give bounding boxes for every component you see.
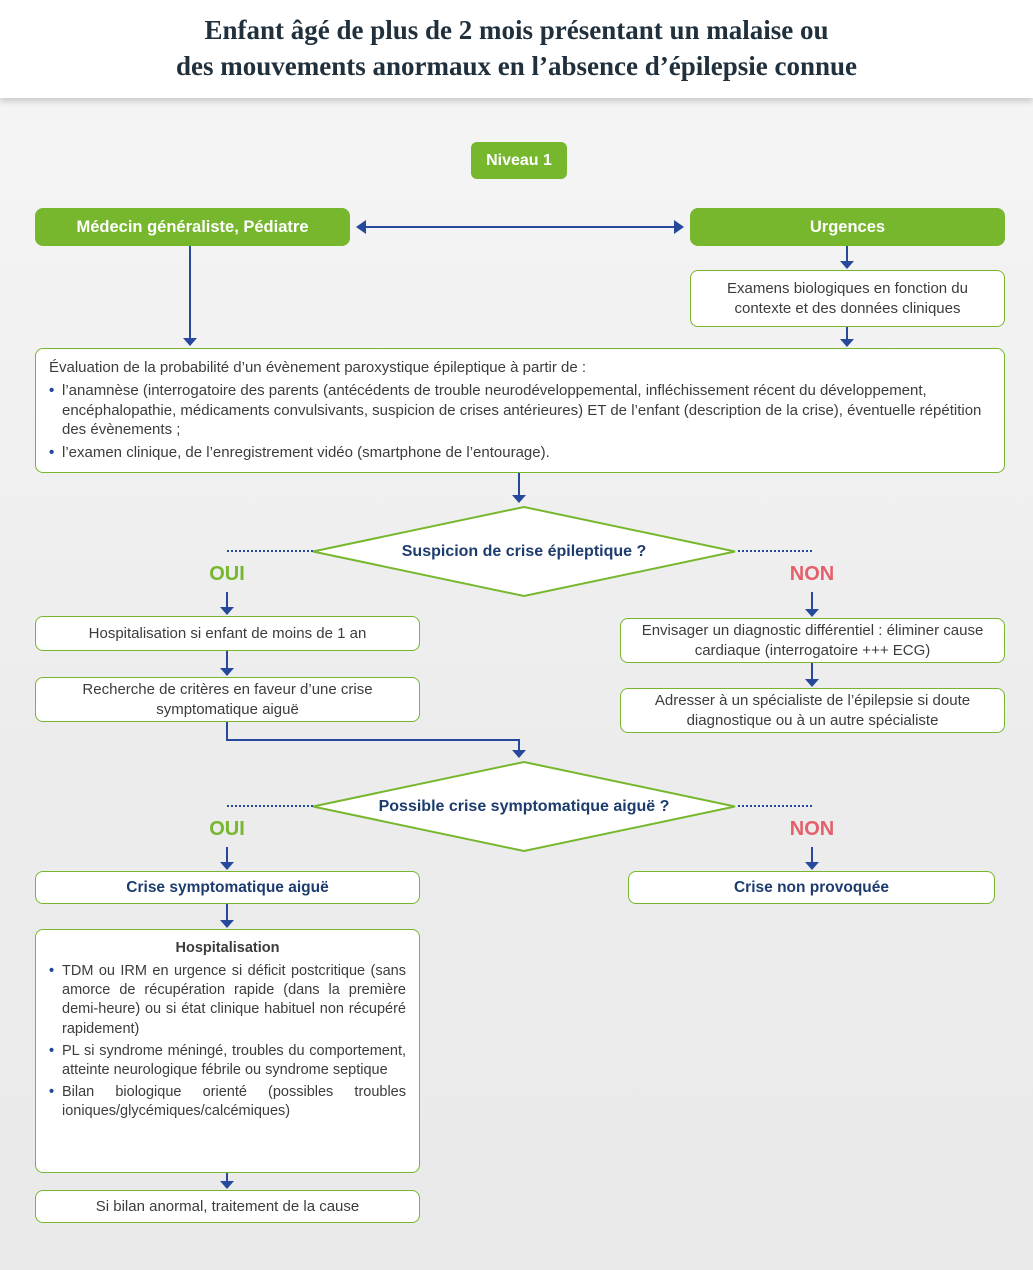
arrow-exams-to-evaluation — [839, 327, 855, 347]
arrow-gp-to-evaluation — [182, 246, 198, 346]
dotted-line-non1 — [738, 550, 812, 552]
diamond-shape — [312, 760, 736, 853]
arrow-oui1-to-hospitalisation1an — [219, 592, 235, 615]
decision-suspicion-crise: Suspicion de crise épileptique ? — [310, 505, 738, 598]
dotted-line-oui2 — [227, 805, 313, 807]
hospitalisation-bullet-tdm-irm: TDM ou IRM en urgence si déficit postcri… — [49, 962, 406, 1039]
decision2-label: Possible crise symptomatique aiguë ? — [378, 797, 670, 815]
evaluation-intro: Évaluation de la probabilité d’un évènem… — [49, 359, 587, 376]
arrow-non1-to-differentiel — [804, 592, 820, 617]
level-badge: Niveau 1 — [471, 142, 567, 179]
connector-horizontal — [226, 739, 520, 741]
node-evaluation: Évaluation de la probabilité d’un évènem… — [35, 348, 1005, 473]
label-non-1: NON — [789, 563, 835, 585]
arrow-to-specialiste — [804, 663, 820, 687]
arrow-to-decision2 — [511, 741, 527, 758]
node-traitement-cause: Si bilan anormal, traitement de la cause — [35, 1190, 420, 1223]
evaluation-bullets: l’anamnèse (interrogatoire des parents (… — [49, 381, 991, 463]
arrow-to-hospitalisation — [219, 904, 235, 928]
hospitalisation-bullet-pl: PL si syndrome méningé, troubles du comp… — [49, 1042, 406, 1080]
node-recherche-criteres: Recherche de critères en faveur d’une cr… — [35, 677, 420, 722]
node-diagnostic-differentiel: Envisager un diagnostic différentiel : é… — [620, 618, 1005, 663]
label-oui-1: OUI — [209, 563, 245, 585]
node-adresser-specialiste: Adresser à un spécialiste de l’épilepsie… — [620, 688, 1005, 733]
hospitalisation-bullets: TDM ou IRM en urgence si déficit postcri… — [49, 962, 406, 1121]
node-crise-symptomatique-aigue: Crise symptomatique aiguë — [35, 871, 420, 904]
node-hospitalisation-moins-1an: Hospitalisation si enfant de moins de 1 … — [35, 616, 420, 651]
arrow-er-to-exams — [839, 246, 855, 269]
node-hospitalisation-detail: Hospitalisation TDM ou IRM en urgence si… — [35, 929, 420, 1173]
evaluation-bullet-anamnese: l’anamnèse (interrogatoire des parents (… — [49, 381, 991, 440]
node-urgences: Urgences — [690, 208, 1005, 246]
connector-vertical — [226, 722, 228, 741]
hospitalisation-bullet-bilan: Bilan biologique orienté (possibles trou… — [49, 1083, 406, 1121]
title-banner: Enfant âgé de plus de 2 mois présentant … — [0, 0, 1033, 98]
page-title-line2: des mouvements anormaux en l’absence d’é… — [176, 51, 857, 81]
label-oui-2: OUI — [209, 818, 245, 840]
evaluation-bullet-examen: l’examen clinique, de l’enregistrement v… — [49, 443, 991, 463]
arrow-gp-er-bidirectional — [356, 219, 684, 235]
node-crise-non-provoquee: Crise non provoquée — [628, 871, 995, 904]
arrow-to-recherche-criteres — [219, 651, 235, 676]
dotted-line-oui1 — [227, 550, 313, 552]
diamond-shape — [312, 505, 736, 598]
node-medecin-generaliste: Médecin généraliste, Pédiatre — [35, 208, 350, 246]
hospitalisation-title: Hospitalisation — [175, 940, 280, 956]
arrow-oui2-to-crise-aigue — [219, 847, 235, 870]
node-examens-biologiques: Examens biologiques en fonction du conte… — [690, 270, 1005, 327]
arrow-non2-to-crise-non-provoquee — [804, 847, 820, 870]
arrowhead-right — [674, 220, 684, 234]
decision-crise-symptomatique: Possible crise symptomatique aiguë ? — [310, 760, 738, 853]
arrow-shaft — [365, 226, 675, 228]
dotted-line-non2 — [738, 805, 812, 807]
arrow-evaluation-to-decision1 — [511, 473, 527, 503]
arrow-to-traitement — [219, 1173, 235, 1189]
label-non-2: NON — [789, 818, 835, 840]
page-title-line1: Enfant âgé de plus de 2 mois présentant … — [204, 15, 829, 46]
decision1-label: Suspicion de crise épileptique ? — [401, 542, 647, 560]
arrowhead-left — [356, 220, 366, 234]
